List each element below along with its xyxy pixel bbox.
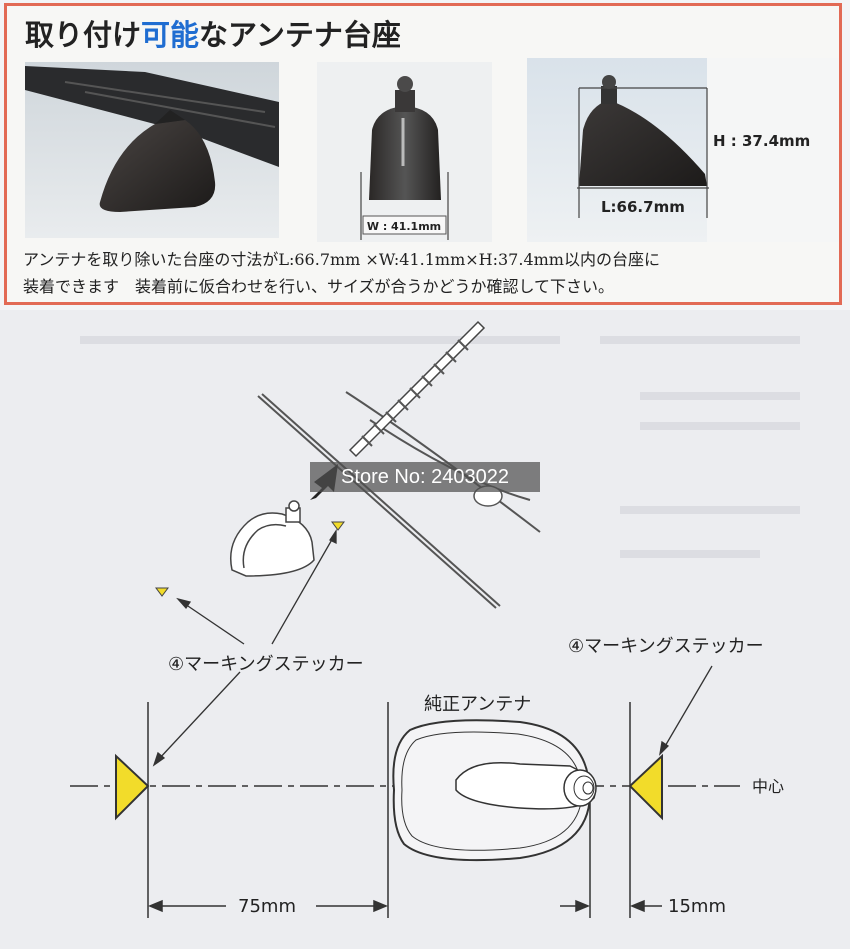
marking-sticker-left-icon	[115, 753, 150, 821]
length-label: L:66.7mm	[601, 198, 685, 216]
title-highlight: 可能	[141, 18, 200, 52]
reference-lines	[147, 702, 631, 918]
antenna-base-exploded	[230, 500, 315, 577]
title-suffix: なアンテナ台座	[199, 18, 401, 52]
installation-diagram-drawing: ④マーキングステッカー ④マーキングステッカー 純正アンテナ 中心	[70, 320, 800, 918]
center-label: 中心	[752, 777, 784, 796]
photo-antenna-base-front-image: W : 41.1mm	[317, 62, 492, 242]
installation-diagram: ④マーキングステッカー ④マーキングステッカー 純正アンテナ 中心	[0, 310, 850, 949]
caption-line-2: 装着できます 装着前に仮合わせを行い、サイズが合うかどうか確認して下さい。	[23, 277, 615, 296]
antenna-rod	[348, 320, 486, 458]
height-label: H : 37.4mm	[713, 132, 810, 150]
dimension-15mm: 15mm	[668, 896, 726, 917]
marking-sticker-right-icon	[628, 753, 663, 821]
photo-antenna-base-side: H : 37.4mm L:66.7mm	[527, 58, 839, 242]
antenna-label: 純正アンテナ	[424, 694, 531, 715]
title-prefix: 取り付け	[25, 18, 142, 52]
photo-antenna-base-side-image: H : 37.4mm L:66.7mm	[527, 58, 839, 242]
photo-antenna-base-mounted	[25, 62, 279, 238]
sticker-small-right-icon	[331, 521, 345, 531]
photo-antenna-base-front: W : 41.1mm	[317, 62, 492, 242]
sticker-label-right: ④マーキングステッカー	[568, 636, 764, 657]
dimension-lines	[148, 899, 662, 913]
store-watermark: Store No: 2403022	[310, 462, 540, 492]
genuine-antenna-top-view	[392, 719, 597, 862]
page-title: 取り付け可能なアンテナ台座	[25, 12, 401, 54]
sticker-small-left-icon	[155, 587, 169, 597]
width-label: W : 41.1mm	[367, 220, 441, 233]
dimension-info-panel: 取り付け可能なアンテナ台座	[4, 3, 842, 305]
photo-antenna-base-mounted-image	[25, 62, 279, 238]
faded-background-text	[80, 336, 800, 558]
sticker-pointer-lines	[152, 528, 713, 767]
size-caption: アンテナを取り除いた台座の寸法がL:66.7mm ×W:41.1mm×H:37.…	[23, 246, 835, 300]
dimension-75mm: 75mm	[238, 896, 296, 917]
sticker-label-left: ④マーキングステッカー	[168, 654, 364, 675]
caption-line-1: アンテナを取り除いた台座の寸法がL:66.7mm ×W:41.1mm×H:37.…	[23, 250, 660, 269]
